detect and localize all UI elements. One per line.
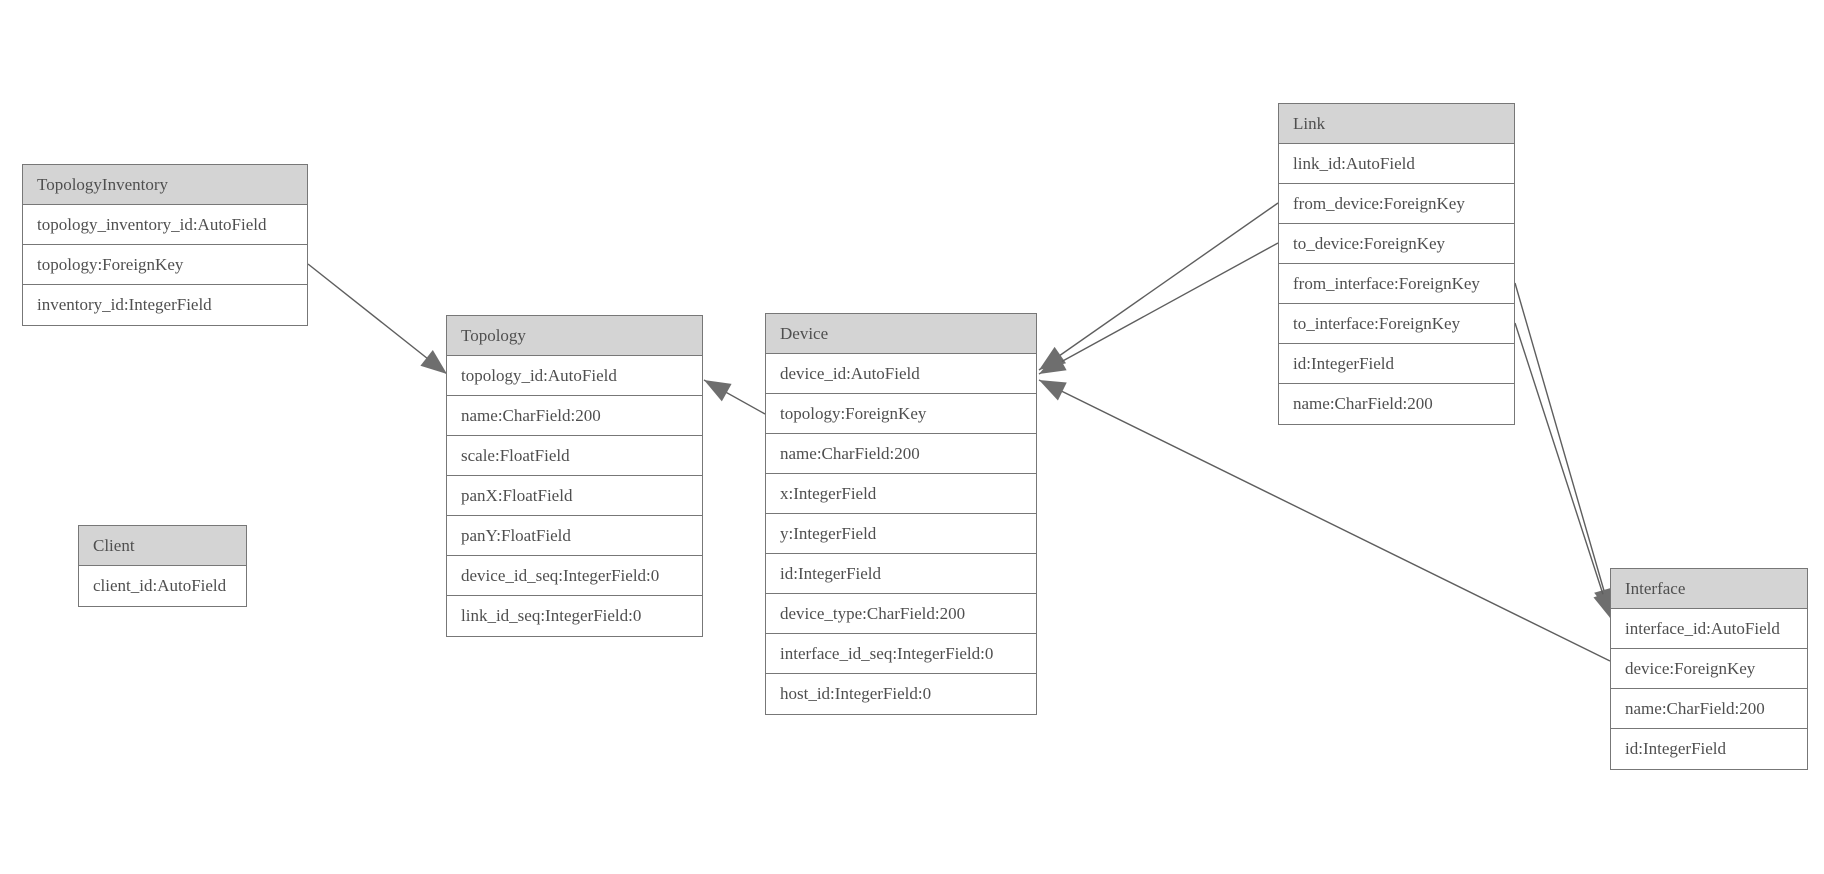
entity-field: inventory_id:IntegerField	[23, 285, 307, 325]
entity-field: y:IntegerField	[766, 514, 1036, 554]
arrowhead-icon	[704, 380, 732, 402]
entity-title-topology-inventory: TopologyInventory	[23, 165, 307, 205]
relation-link-to_interface-to-interface	[1514, 322, 1613, 620]
entity-field: to_device:ForeignKey	[1279, 224, 1514, 264]
entity-field: client_id:AutoField	[79, 566, 246, 606]
entity-title-device: Device	[766, 314, 1036, 354]
relation-interface-device-to-device	[1038, 379, 1611, 662]
entity-field: id:IntegerField	[1279, 344, 1514, 384]
entity-field: link_id:AutoField	[1279, 144, 1514, 184]
entity-title-interface: Interface	[1611, 569, 1807, 609]
entity-title-client: Client	[79, 526, 246, 566]
entity-field: to_interface:ForeignKey	[1279, 304, 1514, 344]
relation-topologyinventory-topology-to-topology	[307, 263, 448, 375]
entity-field: name:CharField:200	[766, 434, 1036, 474]
relation-device-topology-to-topology	[703, 379, 766, 415]
arrowhead-icon	[1039, 352, 1067, 374]
arrowhead-icon	[1593, 591, 1613, 619]
entity-field: id:IntegerField	[766, 554, 1036, 594]
relation-line	[1514, 322, 1612, 620]
relation-link-from_interface-to-interface	[1514, 282, 1614, 616]
entity-field: device_type:CharField:200	[766, 594, 1036, 634]
entity-field: interface_id_seq:IntegerField:0	[766, 634, 1036, 674]
entity-title-link: Link	[1279, 104, 1514, 144]
relation-line	[307, 263, 448, 375]
entity-field: device:ForeignKey	[1611, 649, 1807, 689]
entity-field: name:CharField:200	[447, 396, 702, 436]
entity-field: topology:ForeignKey	[766, 394, 1036, 434]
entity-field: name:CharField:200	[1279, 384, 1514, 424]
entity-field: panX:FloatField	[447, 476, 702, 516]
entity-field: topology_id:AutoField	[447, 356, 702, 396]
relation-line	[1038, 379, 1611, 662]
entity-field: device_id_seq:IntegerField:0	[447, 556, 702, 596]
entity-field: from_device:ForeignKey	[1279, 184, 1514, 224]
relation-link-to_device-to-device	[1038, 242, 1279, 375]
entity-field: device_id:AutoField	[766, 354, 1036, 394]
entity-field: name:CharField:200	[1611, 689, 1807, 729]
entity-field: topology_inventory_id:AutoField	[23, 205, 307, 245]
relation-line	[1514, 282, 1612, 616]
arrowhead-icon	[420, 350, 447, 374]
entity-field: link_id_seq:IntegerField:0	[447, 596, 702, 636]
entity-field: interface_id:AutoField	[1611, 609, 1807, 649]
entity-field: panY:FloatField	[447, 516, 702, 556]
entity-field: id:IntegerField	[1611, 729, 1807, 769]
entity-field: topology:ForeignKey	[23, 245, 307, 285]
relation-line	[1038, 242, 1279, 375]
relation-line	[1038, 202, 1279, 371]
arrowhead-icon	[1039, 380, 1067, 401]
entity-field: scale:FloatField	[447, 436, 702, 476]
entity-title-topology: Topology	[447, 316, 702, 356]
entity-field: from_interface:ForeignKey	[1279, 264, 1514, 304]
relation-link-from_device-to-device	[1038, 202, 1279, 371]
entity-field: x:IntegerField	[766, 474, 1036, 514]
entity-field: host_id:IntegerField:0	[766, 674, 1036, 714]
